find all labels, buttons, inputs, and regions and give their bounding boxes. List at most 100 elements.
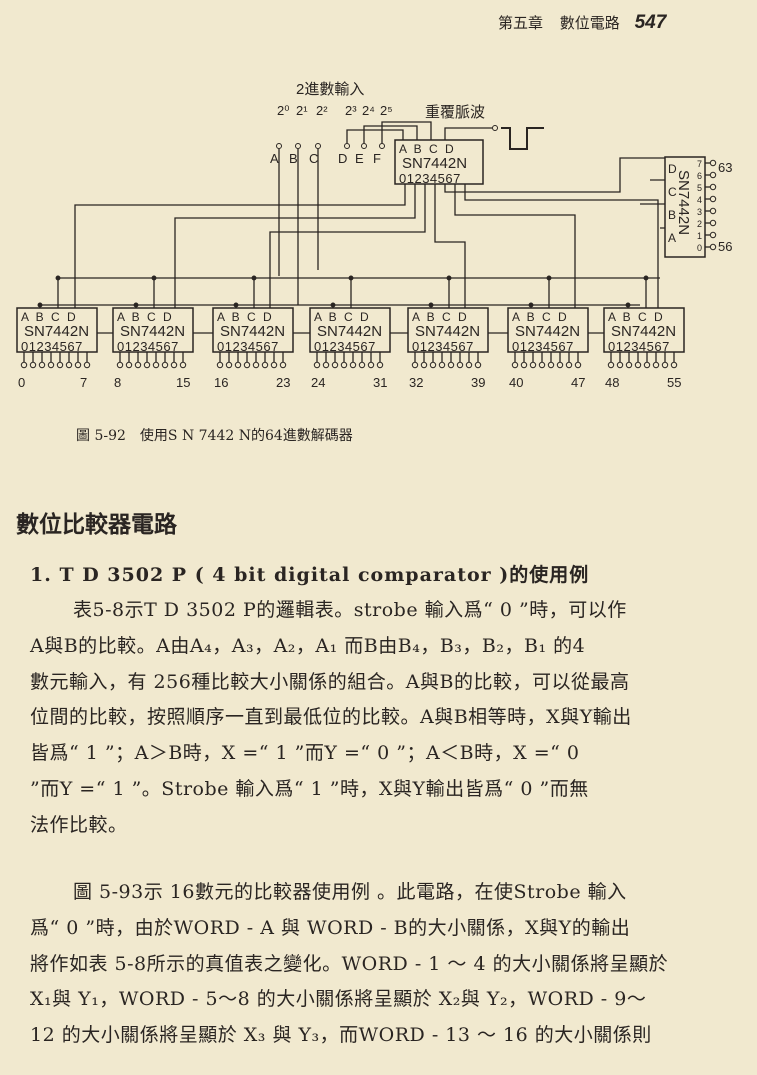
text-line: 位間的比較，按照順序一直到最低位的比較。A與B相等時，X與Y輸出 — [30, 706, 632, 729]
output-terminal[interactable] — [279, 361, 287, 369]
output-terminal[interactable] — [179, 361, 187, 369]
output-terminal[interactable] — [38, 361, 46, 369]
output-terminal[interactable] — [709, 231, 717, 239]
output-terminal[interactable] — [243, 361, 251, 369]
output-terminal[interactable] — [529, 361, 537, 369]
output-terminal[interactable] — [234, 361, 242, 369]
output-terminal[interactable] — [152, 361, 160, 369]
chip-outputs: 01234567 — [608, 339, 670, 354]
output-terminal[interactable] — [709, 207, 717, 215]
output-terminal[interactable] — [465, 361, 473, 369]
subsection-title: 1. T D 3502 P ( 4 bit digital comparator… — [30, 564, 590, 586]
chip-inputs: A B C D — [21, 310, 78, 324]
output-terminal[interactable] — [252, 361, 260, 369]
output-terminal[interactable] — [376, 361, 384, 369]
chapter-label: 第五章 — [498, 14, 544, 32]
output-terminal[interactable] — [313, 361, 321, 369]
output-terminal[interactable] — [709, 183, 717, 191]
output-terminal[interactable] — [225, 361, 233, 369]
output-terminal[interactable] — [520, 361, 528, 369]
output-terminal[interactable] — [574, 361, 582, 369]
output-terminal[interactable] — [74, 361, 82, 369]
text-line: X₁與 Y₁，WORD - 5～8 的大小關係將呈顯於 X₂與 Y₂，WORD … — [30, 988, 647, 1011]
chip-input-letter: C — [668, 185, 677, 199]
output-terminal[interactable] — [47, 361, 55, 369]
output-terminal[interactable] — [270, 361, 278, 369]
chip-output-number: 4 — [697, 195, 702, 205]
output-terminal[interactable] — [349, 361, 357, 369]
output-terminal[interactable] — [20, 361, 28, 369]
output-terminal[interactable] — [83, 361, 91, 369]
chip-output-number: 7 — [697, 159, 702, 169]
output-terminal[interactable] — [634, 361, 642, 369]
output-terminal[interactable] — [474, 361, 482, 369]
output-terminal[interactable] — [709, 159, 717, 167]
output-terminal[interactable] — [331, 361, 339, 369]
output-terminal[interactable] — [670, 361, 678, 369]
output-terminal[interactable] — [125, 361, 133, 369]
output-terminal[interactable] — [447, 361, 455, 369]
output-range-end: 23 — [276, 375, 290, 390]
output-range-start: 0 — [18, 375, 25, 390]
chip-output-number: 2 — [697, 219, 702, 229]
text-line: 圖 5-93示 16數元的比較器使用例 。此電路，在使Strobe 輸入 — [73, 881, 627, 903]
output-terminal[interactable] — [616, 361, 624, 369]
output-terminal[interactable] — [322, 361, 330, 369]
input-terminal[interactable] — [344, 143, 350, 149]
input-terminal[interactable] — [361, 143, 367, 149]
output-terminal[interactable] — [438, 361, 446, 369]
output-terminal[interactable] — [116, 361, 124, 369]
output-terminal[interactable] — [216, 361, 224, 369]
output-terminal[interactable] — [556, 361, 564, 369]
output-terminal[interactable] — [65, 361, 73, 369]
output-terminal[interactable] — [456, 361, 464, 369]
output-terminal[interactable] — [709, 171, 717, 179]
output-terminal[interactable] — [340, 361, 348, 369]
chip-output-number: 1 — [697, 231, 702, 241]
output-terminal[interactable] — [429, 361, 437, 369]
output-terminal[interactable] — [547, 361, 555, 369]
input-letter: F — [373, 151, 381, 166]
output-terminal[interactable] — [625, 361, 633, 369]
output-terminal[interactable] — [652, 361, 660, 369]
output-terminal[interactable] — [411, 361, 419, 369]
output-terminal[interactable] — [29, 361, 37, 369]
chip-inputs: A B C D — [512, 310, 569, 324]
chip-inputs: A B C D — [217, 310, 274, 324]
output-terminal[interactable] — [538, 361, 546, 369]
output-range-end: 55 — [667, 375, 681, 390]
input-terminal[interactable] — [379, 143, 385, 149]
output-terminal[interactable] — [134, 361, 142, 369]
output-terminal[interactable] — [661, 361, 669, 369]
output-terminal[interactable] — [643, 361, 651, 369]
output-terminal[interactable] — [170, 361, 178, 369]
output-terminal[interactable] — [709, 219, 717, 227]
output-terminal[interactable] — [420, 361, 428, 369]
input-terminal[interactable] — [315, 143, 321, 149]
output-range-start: 56 — [718, 239, 732, 254]
chip-name: SN7442N — [220, 323, 285, 340]
output-terminal[interactable] — [56, 361, 64, 369]
junction-dot — [446, 275, 452, 281]
pulse-label: 重覆脈波 — [425, 104, 485, 121]
output-terminal[interactable] — [161, 361, 169, 369]
text-line: A與B的比較。A由A₄，A₃，A₂，A₁ 而B由B₄，B₃，B₂，B₁ 的4 — [30, 634, 586, 657]
output-terminal[interactable] — [358, 361, 366, 369]
output-terminal[interactable] — [709, 195, 717, 203]
output-terminal[interactable] — [709, 243, 717, 251]
output-terminal[interactable] — [607, 361, 615, 369]
output-terminal[interactable] — [511, 361, 519, 369]
input-terminal[interactable] — [276, 143, 282, 149]
input-terminal[interactable] — [295, 143, 301, 149]
output-terminal[interactable] — [565, 361, 573, 369]
output-terminal[interactable] — [261, 361, 269, 369]
chip-inputs: A B C D — [412, 310, 469, 324]
running-header: 第五章 數位電路 547 — [498, 12, 666, 34]
chip-inputs: A B C D — [117, 310, 174, 324]
output-terminal[interactable] — [367, 361, 375, 369]
output-terminal[interactable] — [143, 361, 151, 369]
